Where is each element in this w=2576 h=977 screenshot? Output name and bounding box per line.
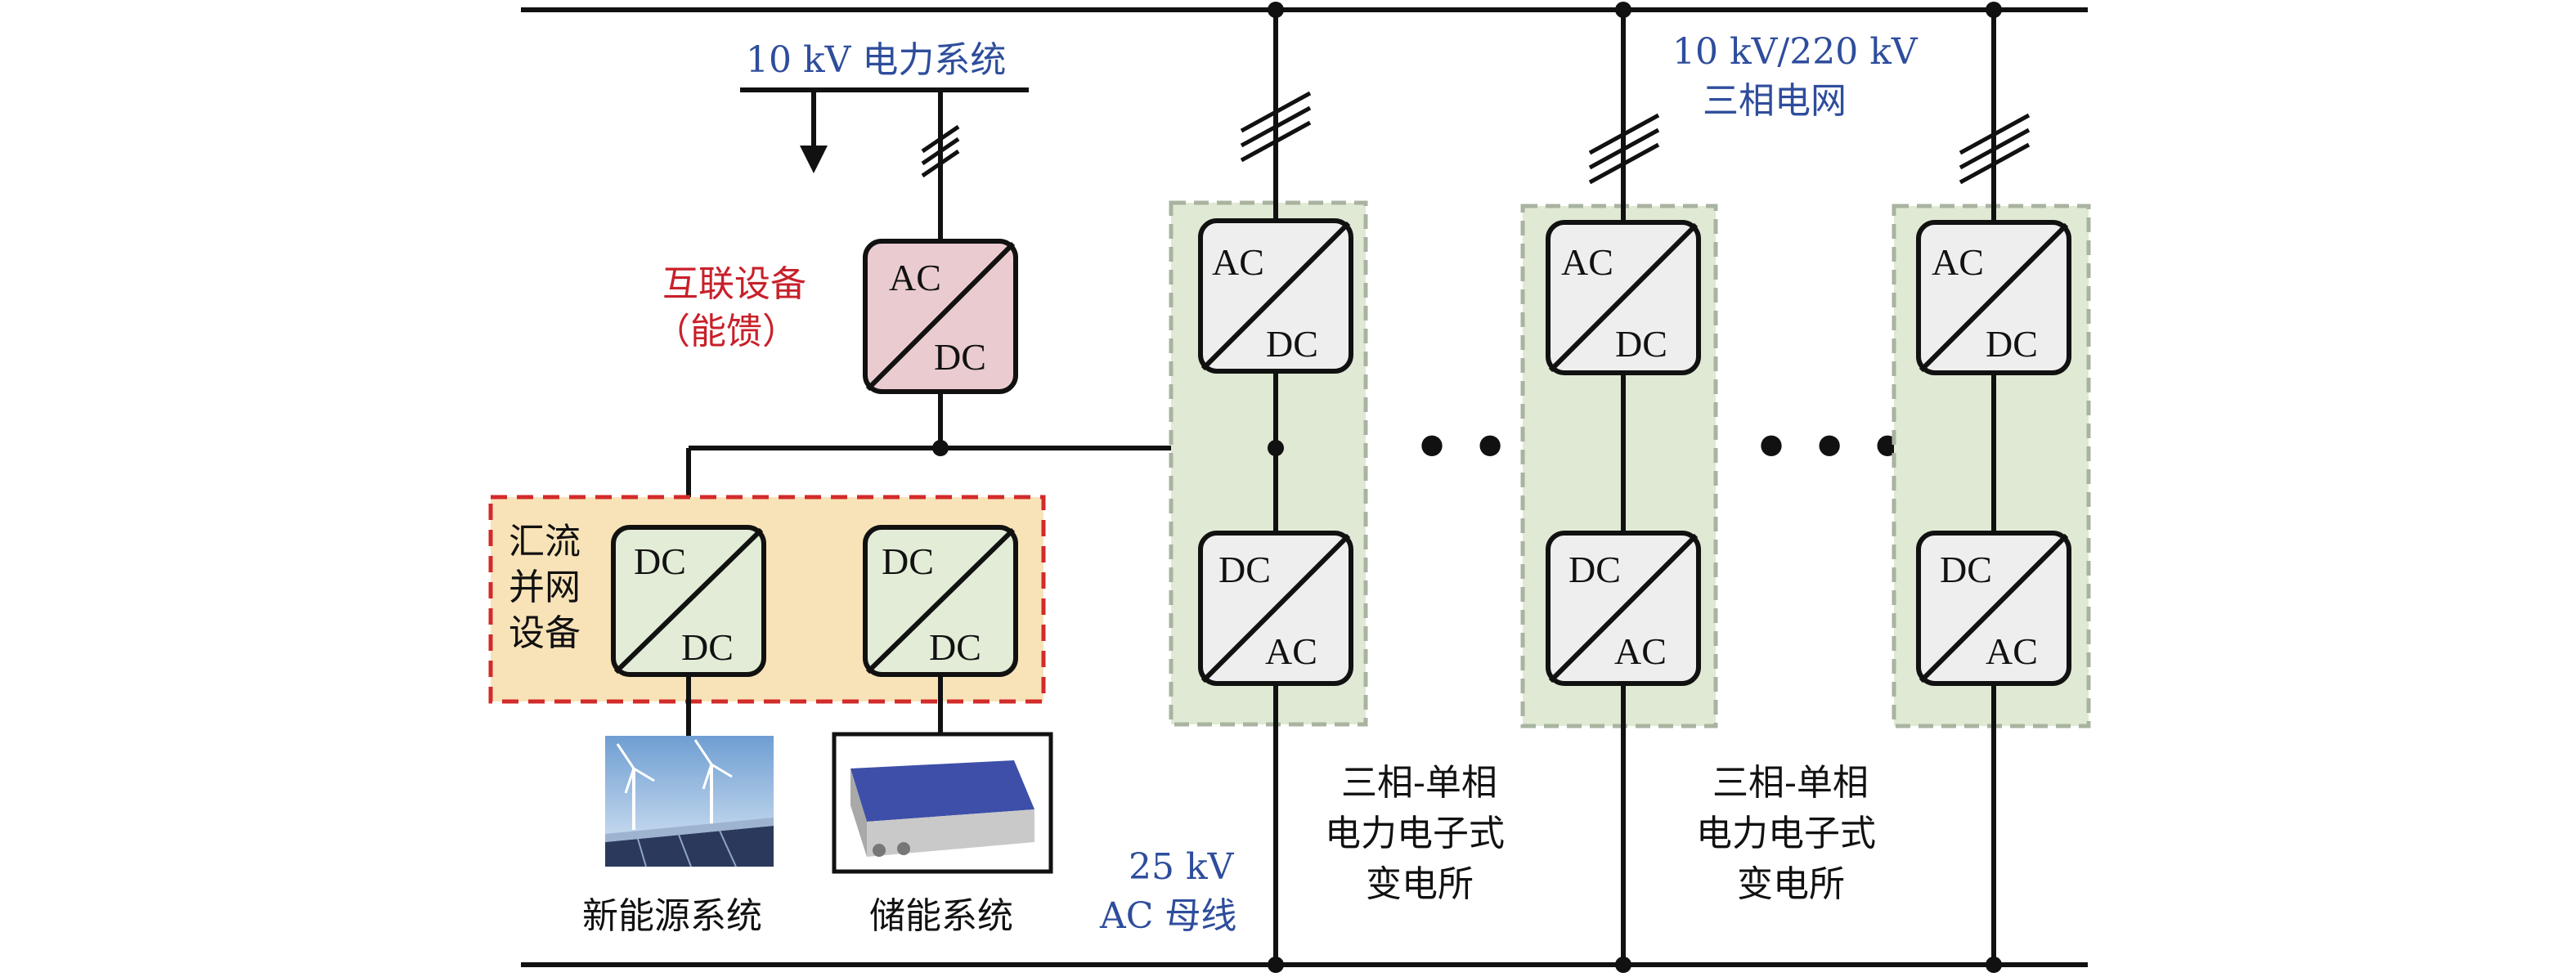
converter-dc-label: DC [1940, 549, 1992, 590]
storage-label: 储能系统 [869, 895, 1013, 937]
interconnect-converter: AC DC [863, 239, 1018, 394]
converter-dc-label: DC [1266, 323, 1318, 365]
new-energy-dc-converter: DC DC [611, 525, 766, 677]
converter-dc-label: DC [934, 336, 986, 378]
substation-2: AC DC DC AC [1520, 2, 1718, 973]
converter-ac-label: AC [1265, 630, 1317, 672]
substation-label-3: 变电所 [1366, 863, 1474, 905]
substation-label-1: 三相-单相 [1341, 762, 1497, 804]
grid-10kv-label: 10 kV 电力系统 [746, 39, 1006, 81]
converter-ac-label: AC [889, 257, 941, 298]
combiner-label-3: 设备 [509, 612, 581, 654]
grid-3ph-label: 10 kV/220 kV [1672, 31, 1919, 73]
substation-label-6: 变电所 [1737, 863, 1845, 905]
ellipsis-2: • • • [1752, 413, 1906, 482]
substation-label-2: 电力电子式 [1325, 813, 1505, 854]
converter-dc-label: DC [681, 626, 734, 668]
converter-ac-label: AC [1614, 630, 1667, 672]
converter-ac-label: AC [1561, 241, 1613, 283]
three-phase-hatch-icon [1588, 113, 1660, 185]
converter-dc-label: DC [882, 540, 934, 582]
converter-dc-label: DC [634, 540, 686, 582]
converter-dc-label: DC [1568, 549, 1621, 590]
three-phase-hatch-icon [1959, 113, 2031, 185]
combiner-label-2: 并网 [509, 567, 581, 608]
converter-ac-label: AC [1986, 630, 2038, 672]
bus-voltage-label: 25 kV [1129, 846, 1235, 888]
substation-label-5: 电力电子式 [1696, 813, 1876, 854]
three-phase-hatch-icon [921, 124, 960, 178]
interconnect-label: 互联设备 [662, 263, 806, 305]
substation-label-4: 三相-单相 [1712, 762, 1869, 804]
substation-3: AC DC DC AC [1892, 2, 2091, 973]
combiner-label-1: 汇流 [509, 521, 581, 562]
bus-type-label: AC 母线 [1099, 895, 1236, 937]
junction-dot [932, 440, 949, 456]
converter-dc-label: DC [1986, 323, 2038, 365]
load-arrow-icon [800, 146, 828, 173]
grid-3ph-sublabel: 三相电网 [1703, 80, 1847, 122]
new-energy-label: 新能源系统 [582, 895, 762, 937]
converter-dc-label: DC [929, 626, 981, 668]
converter-dc-label: DC [1615, 323, 1667, 365]
battery-pack-icon [832, 732, 1053, 874]
storage-dc-converter: DC DC [863, 525, 1018, 677]
three-phase-hatch-icon [1240, 91, 1312, 163]
converter-ac-label: AC [1212, 241, 1264, 283]
substation-1: AC DC DC AC [1169, 2, 1368, 973]
interconnect-sublabel: （能馈） [654, 311, 798, 352]
wind-turbines-and-solar-panels-icon [605, 736, 774, 867]
converter-ac-label: AC [1932, 241, 1984, 283]
converter-dc-label: DC [1218, 549, 1271, 590]
